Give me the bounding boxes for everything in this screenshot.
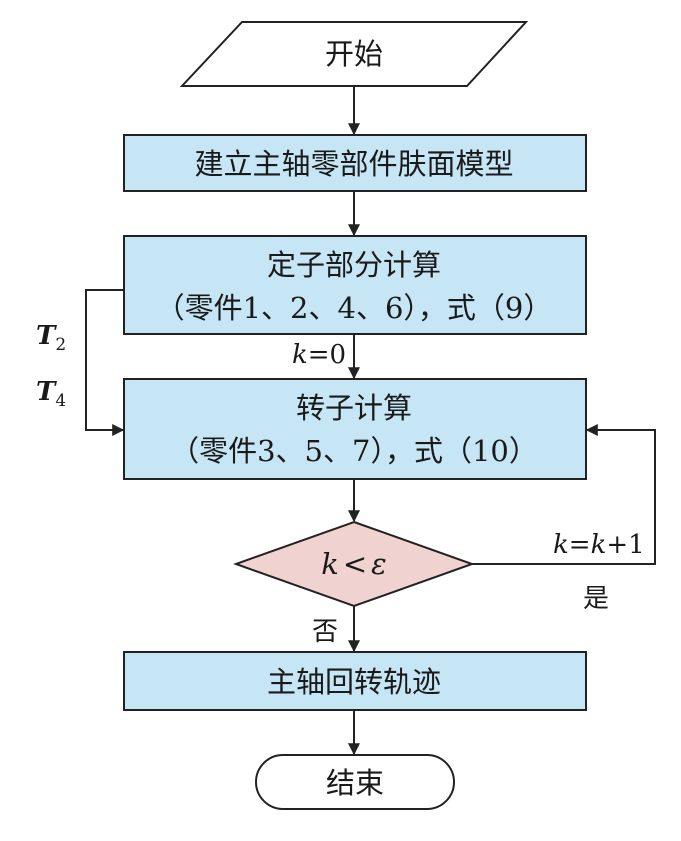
decision-node: k<ε [233,520,475,608]
k-init-label: k=0 [292,340,346,370]
arrow-loop-back [472,424,656,565]
start-node: 开始 [179,21,529,87]
start-label: 开始 [325,37,383,71]
rotor-node: 转子计算 （零件3、5、7），式（10） [123,378,587,480]
decision-epsilon: ε [371,547,387,581]
k-inc-rest: +1 [606,530,644,560]
k-inc-var1: k [553,530,569,560]
k-init-value: =0 [308,340,346,370]
rotor-label-line1: 转子计算 [296,391,412,425]
t2-subscript: 2 [55,335,66,355]
decision-var-k: k [321,547,339,581]
decision-operator: < [343,547,367,581]
stator-label-line1: 定子部分计算 [267,248,441,282]
k-increment-label: k=k+1 [553,530,645,560]
decision-label: k<ε [321,547,386,581]
build-model-node: 建立主轴零部件肤面模型 [123,134,587,192]
end-node: 结束 [255,754,455,810]
t4-label: T4 [36,377,66,411]
trajectory-node: 主轴回转轨迹 [123,651,587,711]
trajectory-label: 主轴回转轨迹 [267,665,441,699]
build-model-label: 建立主轴零部件肤面模型 [194,147,513,181]
end-label: 结束 [326,766,384,800]
arrow-stator-bypass [85,289,125,436]
t4-symbol: T [36,377,57,407]
t2-label: T2 [36,321,66,355]
k-init-var: k [292,340,308,370]
stator-label-line2: （零件1、2、4、6），式（9） [156,291,553,325]
k-inc-var2: k [591,530,607,560]
t4-subscript: 4 [55,391,66,411]
stator-node: 定子部分计算 （零件1、2、4、6），式（9） [123,235,587,335]
no-label: 否 [312,617,338,647]
t2-symbol: T [36,321,57,351]
yes-label: 是 [583,584,609,614]
k-inc-eq: = [569,530,591,560]
rotor-label-line2: （零件3、5、7），式（10） [170,434,538,468]
